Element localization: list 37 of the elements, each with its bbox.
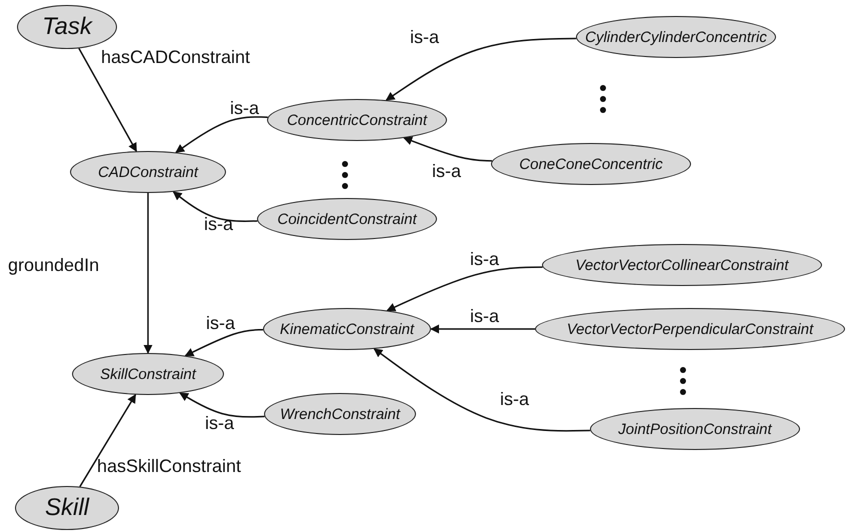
class-name: KinematicConstraint (280, 320, 414, 338)
edge-label: is-a (206, 312, 236, 334)
edge-label: hasCADConstraint (101, 46, 250, 68)
edge-label: is-a (470, 305, 500, 327)
arrow (172, 191, 258, 222)
class-name: ConcentricConstraint (286, 112, 428, 128)
class-name: WrenchConstraint (280, 406, 400, 422)
edge-label: hasSkillConstraint (97, 455, 242, 477)
edge-label: is-a (410, 26, 440, 48)
edge-label: is-a (230, 97, 260, 119)
class-name: CADConstraint (98, 164, 198, 180)
arrow (175, 116, 268, 154)
class-name: Skill (44, 494, 89, 522)
arrow (78, 48, 138, 152)
arrow (403, 136, 492, 162)
class-name: VectorVectorPerpendicularConstraint (566, 320, 814, 338)
class-name: VectorVectorCollinearConstraint (575, 256, 789, 274)
arrow (179, 392, 265, 418)
edge-label: groundedIn (8, 254, 100, 276)
arrow (184, 329, 264, 356)
arrow (79, 394, 136, 488)
class-name: JointPositionConstraint (618, 420, 772, 438)
arrow (144, 193, 152, 354)
class-name: Task (42, 13, 92, 41)
arrow (386, 266, 543, 312)
arrow (430, 324, 535, 334)
arrow (373, 348, 590, 432)
edge-label: is-a (204, 213, 234, 235)
class-name: CylinderCylinderConcentric (585, 28, 767, 46)
arrow (386, 38, 576, 101)
class-name: ConeConeConcentric (519, 156, 663, 172)
class-name: CoincidentConstraint (277, 210, 417, 228)
class-name: SkillConstraint (100, 366, 196, 382)
edge-label: is-a (500, 388, 530, 410)
edge-label: is-a (470, 248, 500, 270)
edge-label: is-a (432, 160, 462, 182)
edge-label: is-a (205, 412, 234, 434)
